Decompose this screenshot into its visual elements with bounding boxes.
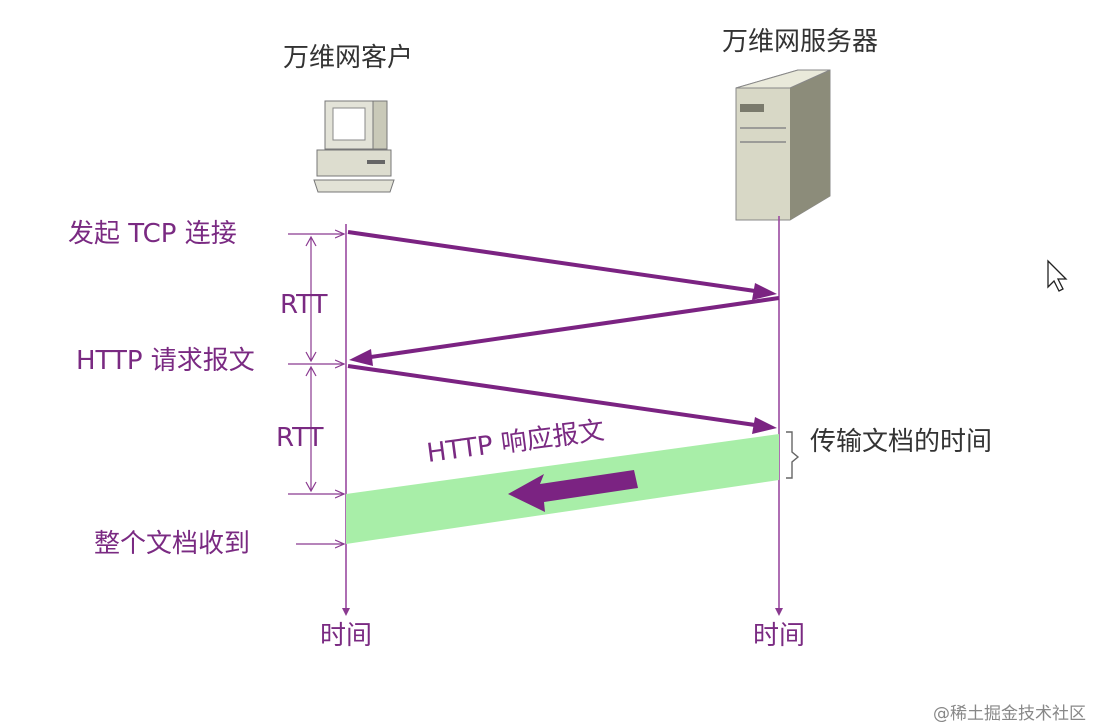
http-request-arrow <box>347 364 777 434</box>
rtt-label-1: RTT <box>280 290 328 320</box>
server-tower-icon <box>735 69 831 221</box>
http-response-label: HTTP 响应报文 <box>425 416 606 469</box>
rtt-bracket-1 <box>305 235 317 363</box>
tcp-connect-label: 发起 TCP 连接 <box>68 219 237 249</box>
client-time-label: 时间 <box>320 621 372 651</box>
server-time-label: 时间 <box>753 621 805 651</box>
mouse-cursor-icon <box>1047 259 1068 292</box>
response-direction-arrow <box>508 470 638 512</box>
transfer-time-brace <box>786 431 800 479</box>
desktop-computer-icon <box>313 100 395 193</box>
tcp-synack-arrow <box>349 296 780 366</box>
client-title: 万维网客户 <box>283 43 413 73</box>
transfer-time-label: 传输文档的时间 <box>810 427 992 457</box>
tcp-syn-arrow <box>347 230 777 300</box>
server-title: 万维网服务器 <box>722 27 878 57</box>
doc-received-label: 整个文档收到 <box>94 529 250 559</box>
rtt-bracket-2 <box>305 365 317 493</box>
rtt-label-2: RTT <box>276 423 324 453</box>
http-request-label: HTTP 请求报文 <box>76 346 255 376</box>
watermark: @稀土掘金技术社区 <box>933 704 1086 724</box>
